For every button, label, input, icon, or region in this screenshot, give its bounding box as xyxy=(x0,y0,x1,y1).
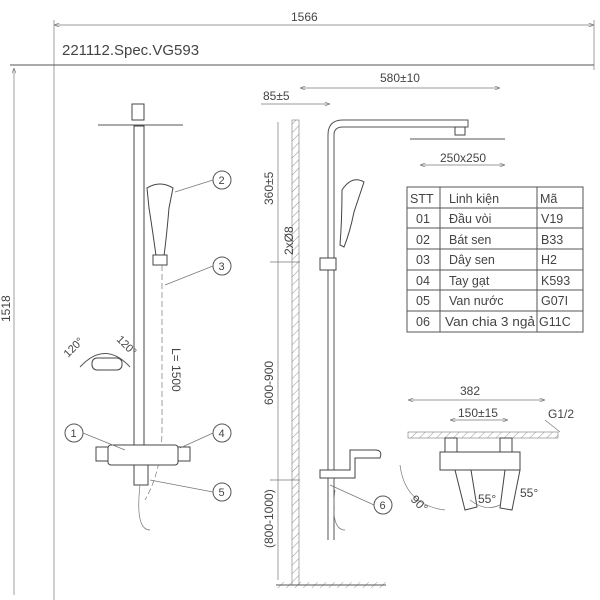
svg-text:Van chia 3 ngả: Van chia 3 ngả xyxy=(445,315,535,329)
svg-text:06: 06 xyxy=(416,315,430,329)
svg-text:Tay gạt: Tay gạt xyxy=(449,274,490,288)
table-row: 03 Dây sen H2 xyxy=(416,253,557,267)
angle-90-label: 90° xyxy=(408,492,431,515)
side-hand-shower xyxy=(339,179,365,248)
svg-text:V19: V19 xyxy=(541,212,563,226)
hose-length-label: L= 1500 xyxy=(169,348,183,392)
svg-text:04: 04 xyxy=(416,274,430,288)
svg-text:2: 2 xyxy=(219,175,225,187)
mixer xyxy=(107,444,179,466)
bracket-holes-label: 2xØ8 xyxy=(282,226,296,255)
parts-table xyxy=(406,186,584,333)
svg-text:G11C: G11C xyxy=(539,315,571,329)
table-header: STT Linh kiện Mã xyxy=(410,192,557,206)
overall-width-label: 1566 xyxy=(291,10,318,24)
detail-width-label: 382 xyxy=(460,384,480,398)
table-row: 04 Tay gạt K593 xyxy=(416,274,570,288)
svg-text:Linh kiện: Linh kiện xyxy=(449,192,499,206)
svg-text:6: 6 xyxy=(380,500,386,512)
overall-height-label: 1518 xyxy=(0,295,13,322)
svg-text:H2: H2 xyxy=(541,253,557,267)
svg-text:1: 1 xyxy=(71,428,77,440)
frame xyxy=(10,20,595,600)
head-drop-label: 360±5 xyxy=(262,171,276,205)
floor-height-label: (800-1000) xyxy=(262,489,276,548)
head-size-label: 250x250 xyxy=(440,151,486,165)
callout-6: 6 xyxy=(373,495,393,515)
arm-length-label: 580±10 xyxy=(380,71,420,85)
callout-1: 1 xyxy=(64,423,84,443)
detail-thread-label: G1/2 xyxy=(548,407,574,421)
front-view xyxy=(79,103,191,531)
mixer-height-label: 600-900 xyxy=(262,361,276,405)
side-mixer xyxy=(319,449,382,479)
angle-55-right-label: 55° xyxy=(520,486,538,500)
side-view xyxy=(261,88,505,588)
table-row: 02 Bát sen B33 xyxy=(416,233,563,247)
table-row: 05 Van nước G07I xyxy=(416,294,568,308)
svg-text:Dây sen: Dây sen xyxy=(449,253,495,267)
callout-5: 5 xyxy=(212,482,232,502)
callout-4: 4 xyxy=(212,423,232,443)
svg-text:Đầu vòi: Đầu vòi xyxy=(449,212,491,226)
svg-text:STT: STT xyxy=(410,192,434,206)
svg-text:01: 01 xyxy=(416,212,430,226)
svg-text:3: 3 xyxy=(219,261,225,273)
svg-text:K593: K593 xyxy=(541,274,570,288)
drawing-title: 221112.Spec.VG593 xyxy=(62,42,199,59)
svg-text:Van nước: Van nước xyxy=(449,294,504,308)
mixer-detail xyxy=(399,400,561,511)
table-row: 06 Van chia 3 ngả G11C xyxy=(416,315,571,329)
callout-2: 2 xyxy=(212,170,232,190)
swivel-left-label: 120° xyxy=(62,336,87,361)
table-row: 01 Đầu vòi V19 xyxy=(416,212,563,226)
svg-text:Mã: Mã xyxy=(540,192,557,206)
svg-text:G07I: G07I xyxy=(541,294,568,308)
angle-55-left-label: 55° xyxy=(478,492,496,506)
wall-offset-label: 85±5 xyxy=(263,89,290,103)
svg-text:Bát sen: Bát sen xyxy=(449,233,491,247)
svg-text:02: 02 xyxy=(416,233,430,247)
wall xyxy=(291,119,300,586)
detail-centers-label: 150±15 xyxy=(458,406,498,420)
svg-text:05: 05 xyxy=(416,294,430,308)
callouts: 1 2 3 4 5 6 xyxy=(64,170,393,515)
svg-text:B33: B33 xyxy=(541,233,563,247)
hand-shower xyxy=(146,183,174,264)
svg-text:03: 03 xyxy=(416,253,430,267)
callout-3: 3 xyxy=(212,256,232,276)
svg-text:4: 4 xyxy=(219,428,225,440)
svg-text:5: 5 xyxy=(219,487,225,499)
